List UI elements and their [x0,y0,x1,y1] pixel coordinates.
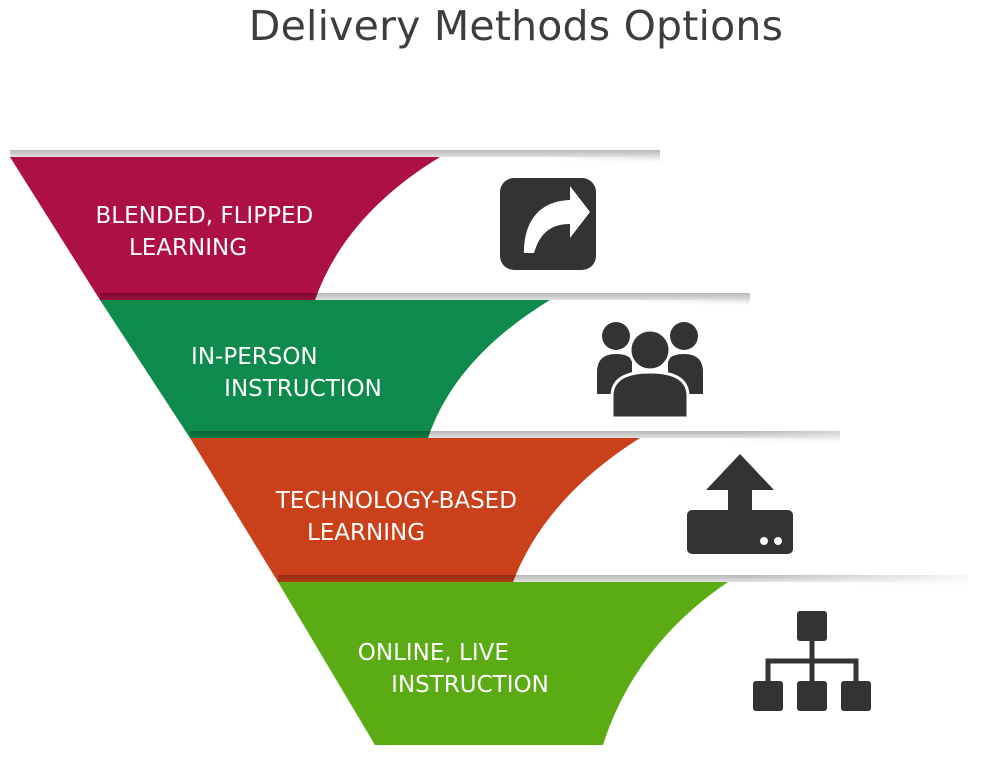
tier-label-line: IN-PERSON [191,344,318,370]
group-people-icon [597,322,703,420]
upload-drive-icon [687,454,793,554]
tier-label-line: ONLINE, LIVE [358,640,509,666]
tier-label-line: LEARNING [129,235,247,261]
tier-label-line: BLENDED, FLIPPED [95,203,313,229]
tier-blended-flipped-learning: BLENDED, FLIPPED LEARNING [10,150,660,300]
tier-band [100,300,550,438]
sitemap-icon [753,611,871,711]
tier-online-live-instruction: ONLINE, LIVE INSTRUCTION [278,575,968,745]
tier-in-person-instruction: IN-PERSON INSTRUCTION [100,293,750,438]
tier-label-line: TECHNOLOGY-BASED [275,488,517,514]
share-arrow-icon [500,178,596,270]
tier-band [190,438,640,582]
tier-label: IN-PERSON INSTRUCTION [191,344,382,402]
page-title: Delivery Methods Options [248,2,784,50]
tier-band [10,157,440,300]
tier-label-line: INSTRUCTION [224,376,382,402]
tier-band [278,582,728,745]
tier-label: BLENDED, FLIPPED LEARNING [95,203,320,261]
tier-label-line: LEARNING [307,520,425,546]
tier-label: ONLINE, LIVE INSTRUCTION [358,640,549,698]
tier-technology-based-learning: TECHNOLOGY-BASED LEARNING [190,431,840,582]
tier-label: TECHNOLOGY-BASED LEARNING [275,488,525,546]
tier-label-line: INSTRUCTION [391,672,549,698]
